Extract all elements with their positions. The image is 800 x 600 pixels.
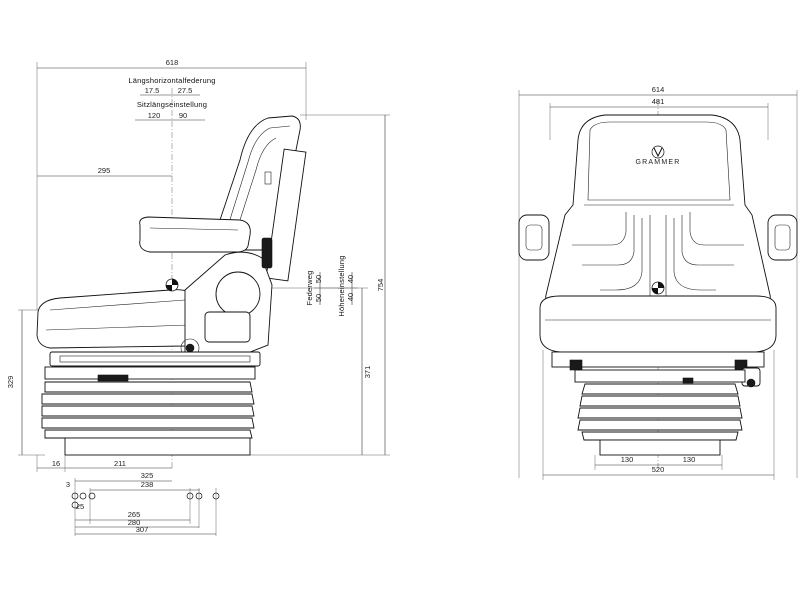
dim-120: 120	[148, 111, 161, 120]
dim-16: 16	[52, 459, 60, 468]
dim-50-a: 50	[314, 294, 323, 302]
dim-618: 618	[166, 58, 179, 67]
seat-reference-point-front	[651, 281, 665, 295]
dim-27-5: 27.5	[178, 86, 193, 95]
dim-325: 325	[141, 471, 154, 480]
dim-130-left: 130	[621, 455, 634, 464]
dim-40-a: 40	[346, 293, 355, 301]
dim-371: 371	[363, 366, 372, 379]
brand-logo-mark	[651, 145, 665, 159]
dim-280: 280	[128, 518, 141, 527]
dim-295: 295	[98, 166, 111, 175]
dim-50-b: 50	[314, 275, 323, 283]
dim-25: 25	[76, 502, 84, 511]
dim-614: 614	[652, 85, 665, 94]
seat-reference-point-side	[165, 278, 179, 292]
suspension-bellows-side	[41, 381, 255, 456]
suspension-bellows-front	[577, 383, 743, 456]
dim-211: 211	[114, 459, 126, 468]
dim-265: 265	[128, 510, 141, 519]
mounting-footprint: 325 238 3 25 265 280 307	[66, 471, 220, 536]
brand-logo-text: GRAMMER	[636, 159, 681, 166]
label-suspension-travel: Federweg	[305, 271, 314, 306]
armrest-right	[767, 214, 798, 261]
label-height-adjust: Höheneinstellung	[337, 255, 346, 316]
dim-754: 754	[376, 279, 385, 292]
dim-329: 329	[6, 376, 15, 389]
dim-90: 90	[179, 111, 187, 120]
dim-40-b: 40	[346, 275, 355, 283]
label-horizontal-suspension: Längshorizontalfederung	[128, 76, 215, 85]
dim-3: 3	[66, 480, 70, 489]
dim-520: 520	[652, 465, 665, 474]
dim-238: 238	[141, 480, 154, 489]
front-view: 614 481 GRAMMER	[518, 85, 798, 480]
side-view: 618 Längshorizontalfederung 17.5 27.5 Si…	[6, 58, 390, 536]
dim-17-5: 17.5	[145, 86, 160, 95]
dim-307: 307	[136, 525, 149, 534]
armrest-left	[518, 214, 550, 261]
dim-130-right: 130	[683, 455, 696, 464]
